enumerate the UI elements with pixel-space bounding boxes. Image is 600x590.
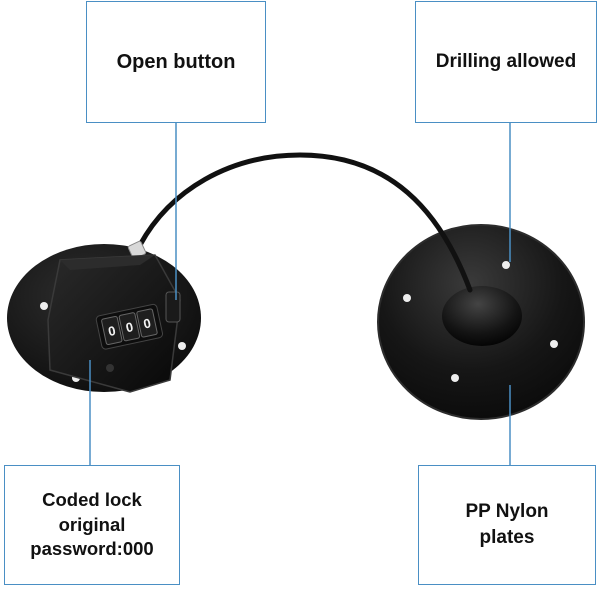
cable-anchor-knob <box>442 286 522 346</box>
drilling-allowed-callout: Drilling allowed <box>415 1 597 123</box>
plate-hole <box>403 294 411 302</box>
plate-hole <box>451 374 459 382</box>
keyhole-icon <box>106 364 114 372</box>
callout-label: Drilling allowed <box>435 51 577 72</box>
combination-dials: 0 0 0 <box>95 303 164 350</box>
callout-label: Coded lock original password:000 <box>30 488 154 560</box>
dial-digit: 0 <box>107 323 117 339</box>
callout-label: PP Nylon plates <box>465 501 549 548</box>
right-plate <box>377 224 585 420</box>
plate-hole <box>178 342 186 350</box>
plate-hole <box>550 340 558 348</box>
plate-hole <box>40 302 48 310</box>
open-button <box>165 291 181 323</box>
dial-wheel <box>101 315 123 345</box>
plate-hole <box>502 261 510 269</box>
dial-wheel <box>118 312 141 342</box>
dial-digit: 0 <box>124 319 134 335</box>
pp-nylon-plates-callout: PP Nylon plates <box>418 465 596 585</box>
coded-lock-callout: Coded lock original password:000 <box>4 465 180 585</box>
dial-digit: 0 <box>142 315 152 331</box>
steel-cable <box>137 152 473 293</box>
callout-label: Open button <box>116 50 236 73</box>
leader-lines <box>89 123 511 465</box>
open-button-callout: Open button <box>86 1 266 123</box>
dial-wheel <box>136 308 158 338</box>
